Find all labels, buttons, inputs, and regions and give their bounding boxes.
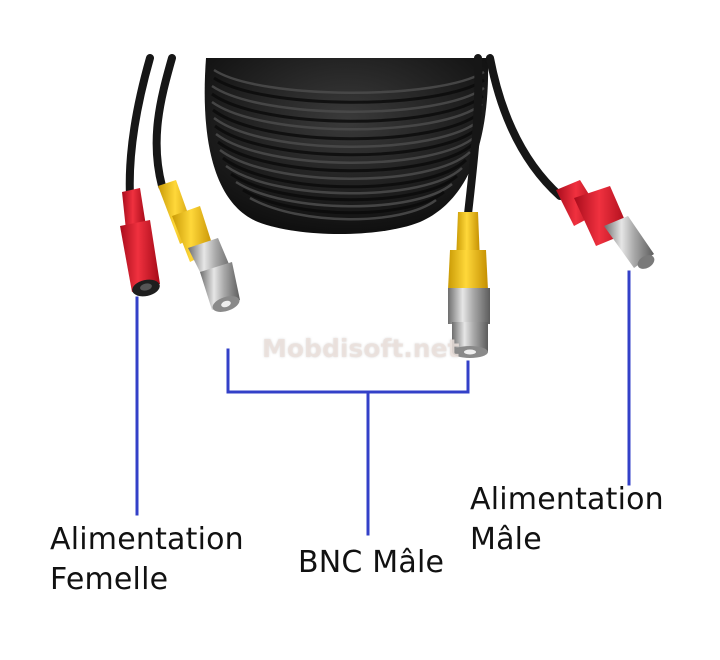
- label-male-power-line1: Alimentation: [470, 482, 664, 517]
- cables: [125, 54, 564, 218]
- callout-lines: [135, 270, 631, 536]
- callout-line-bnc: [226, 348, 470, 536]
- label-female-power-line1: Alimentation: [50, 522, 244, 557]
- male-power-connector: [556, 180, 655, 269]
- label-female-power-line2: Femelle: [50, 562, 169, 597]
- label-female-power: Alimentation Femelle: [50, 520, 244, 600]
- cable-coil: [204, 58, 489, 234]
- female-power-connector: [120, 188, 160, 297]
- bnc-connector-right: [448, 212, 490, 358]
- bnc-connector-left: [158, 180, 240, 312]
- label-male-power: Alimentation Mâle: [470, 480, 664, 560]
- label-bnc-male: BNC Mâle: [298, 545, 445, 580]
- watermark: Mobdisoft.net: [262, 334, 460, 363]
- label-male-power-line2: Mâle: [470, 522, 542, 557]
